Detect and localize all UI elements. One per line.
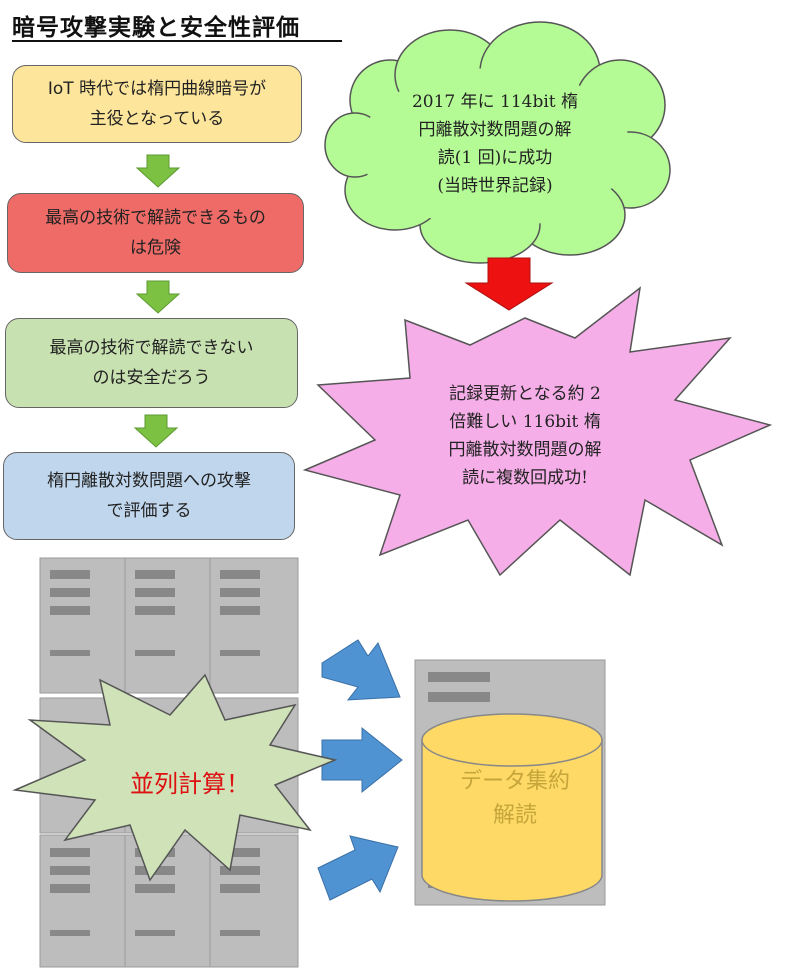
title-underline (12, 40, 342, 42)
burst-text: 記録更新となる約 2 倍難しい 116bit 楕 円離散対数問題の解 読に複数回… (448, 384, 602, 488)
arrow-blue-3 (317, 835, 399, 901)
flow-box-2: 最高の技術で解読できるものは危険 (7, 193, 304, 273)
cylinder-text: データ集約 解読 (459, 769, 570, 828)
page-title: 暗号攻撃実験と安全性評価 (12, 15, 300, 41)
arrow-blue-2 (321, 726, 403, 794)
arrow-down-3 (133, 414, 179, 448)
arrow-down-1 (135, 154, 181, 188)
flow-box-1: IoT 時代では楕円曲線暗号が主役となっている (12, 65, 302, 143)
parallel-burst-shape (12, 673, 338, 882)
flow-box-4: 楕円離散対数問題への攻撃で評価する (3, 452, 295, 540)
flow-box-3: 最高の技術で解読できないのは安全だろう (5, 318, 298, 408)
cloud-text: 2017 年に 114bit 楕 円離散対数問題の解 読(1 回)に成功 (当時… (411, 92, 579, 196)
parallel-label: 並列計算！ (130, 770, 250, 798)
burst-shape (302, 286, 773, 577)
data-cylinder (421, 713, 603, 902)
arrow-down-2 (135, 280, 181, 314)
arrow-down-red (464, 257, 554, 311)
arrow-blue-1 (321, 639, 401, 701)
